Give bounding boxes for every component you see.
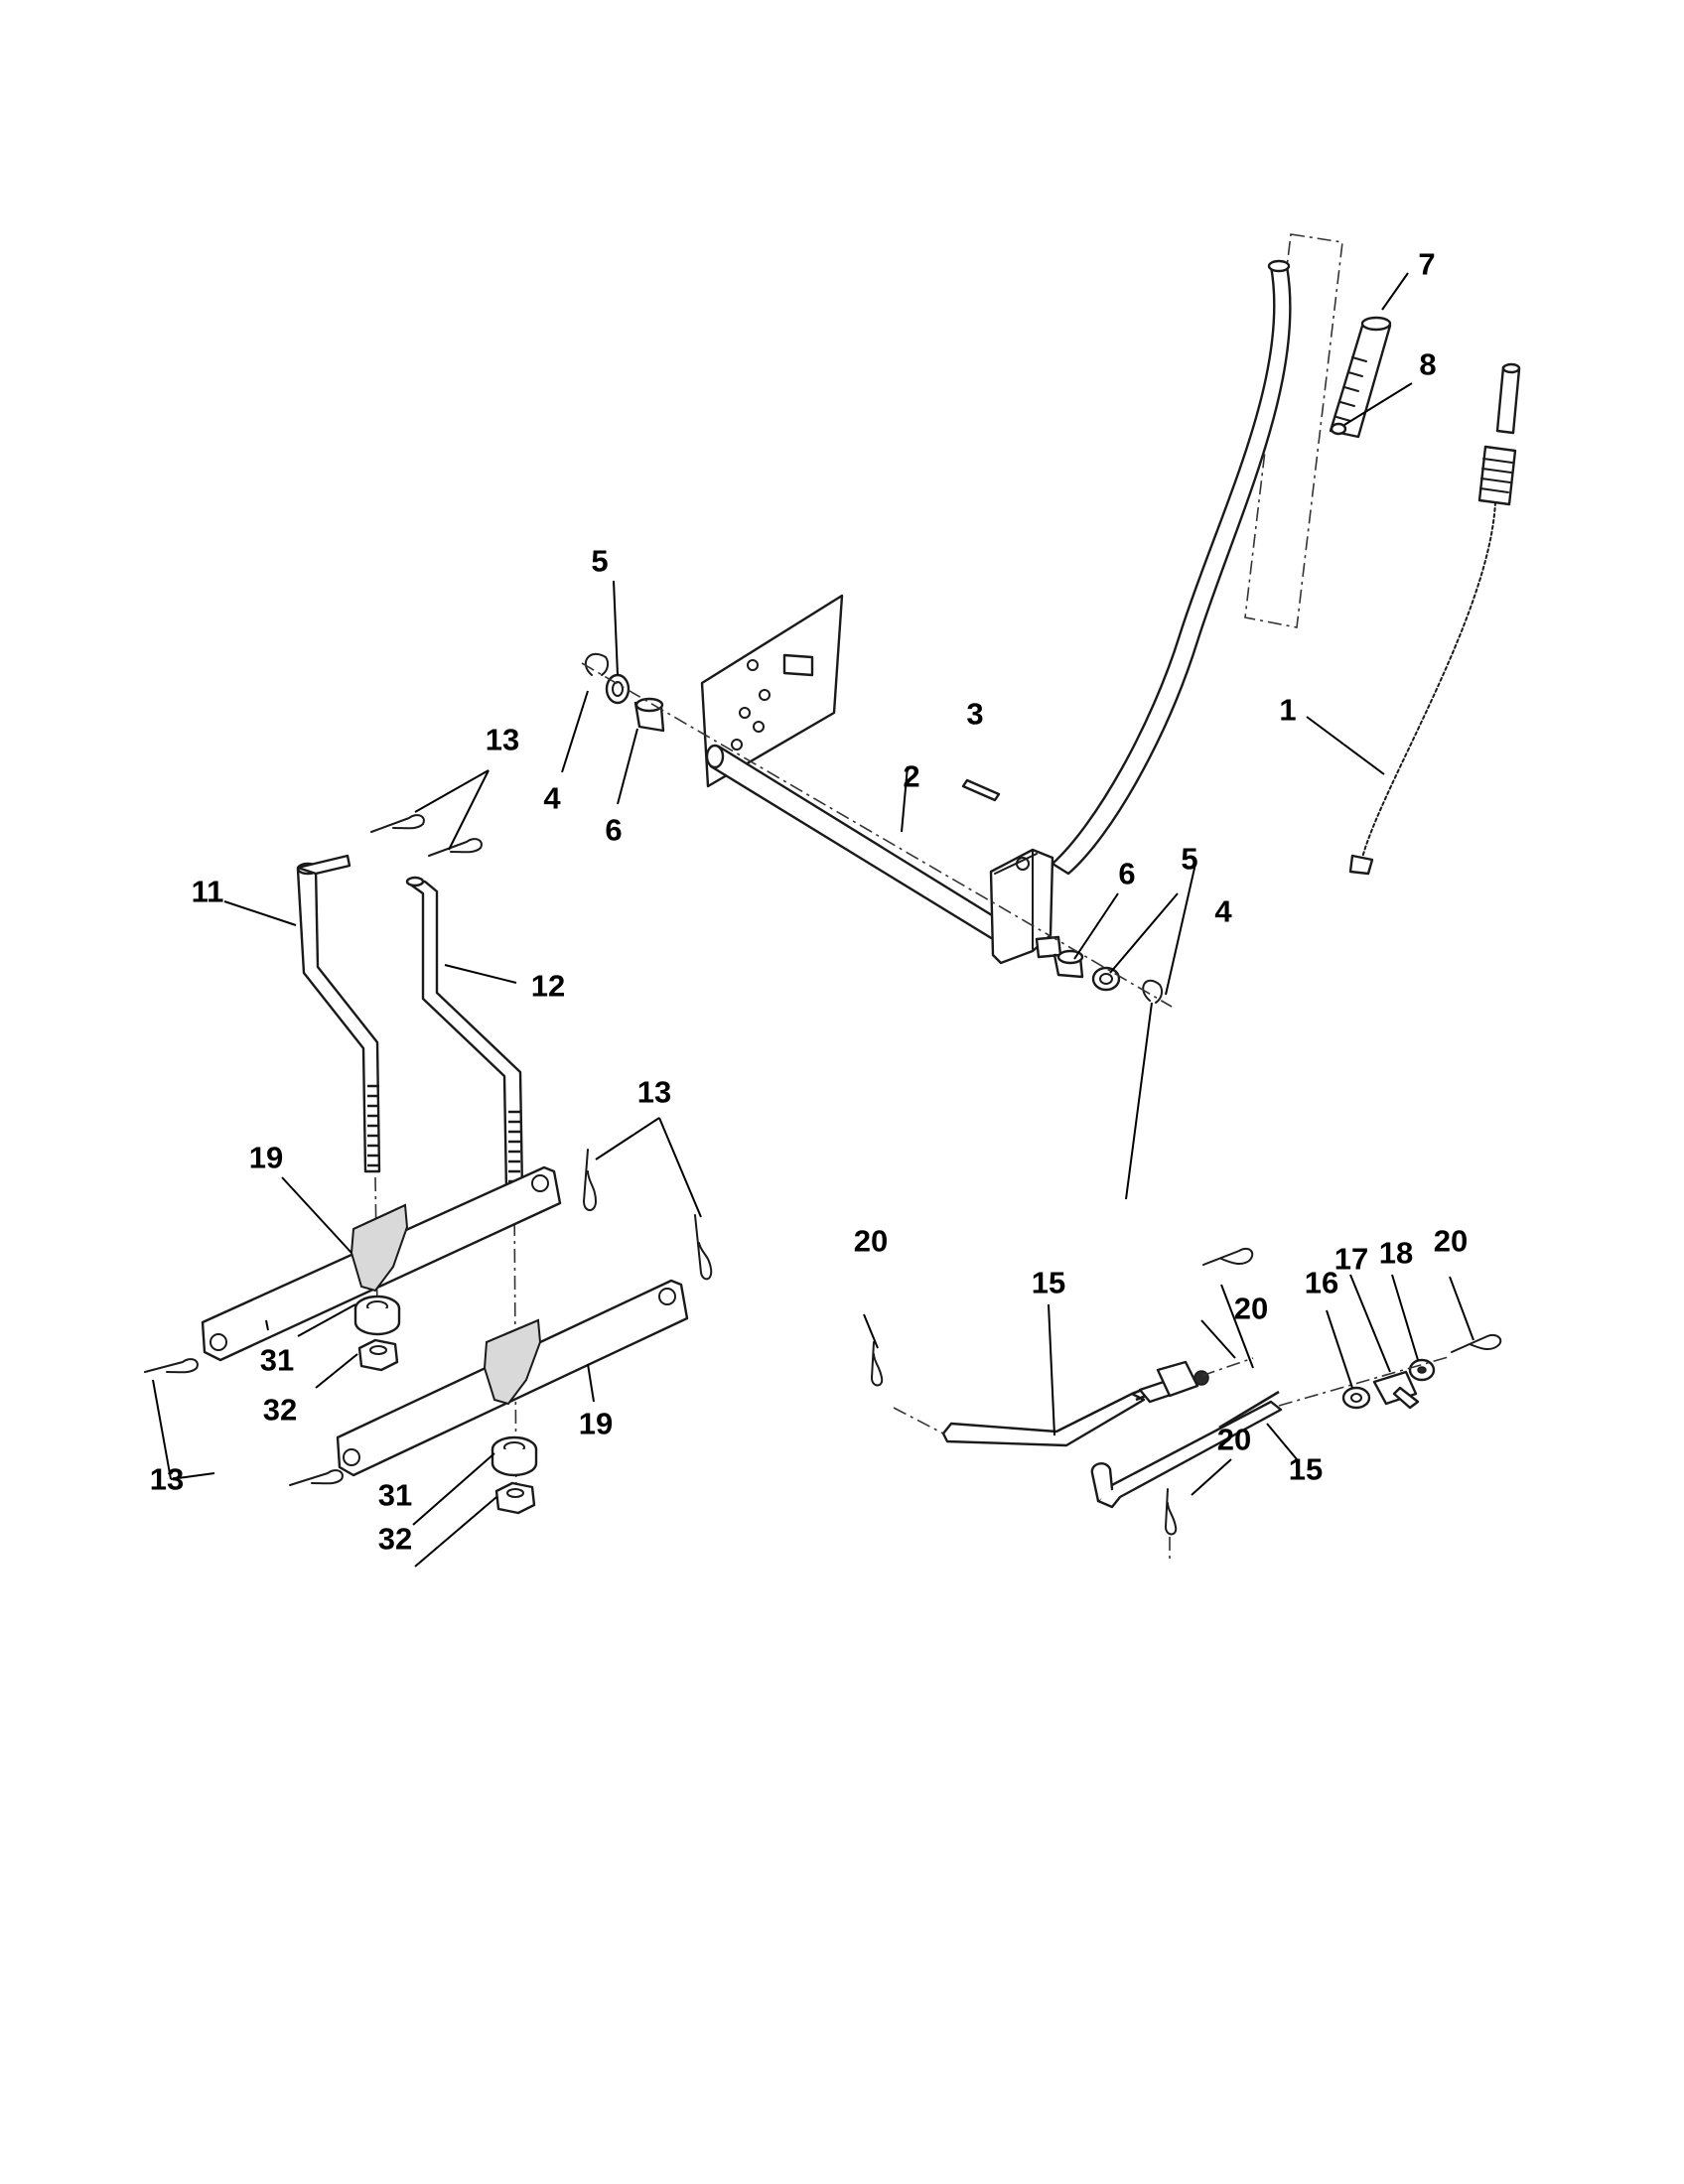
callout-6-left: 6 [605, 812, 623, 848]
hardware-upper-arm [353, 1295, 401, 1372]
callout-19-lower: 19 [578, 1406, 614, 1441]
callout-11: 11 [191, 874, 224, 909]
callout-1: 1 [1279, 692, 1297, 728]
callout-15-upper: 15 [1031, 1265, 1066, 1300]
rod-centerline-upper [893, 1357, 1254, 1434]
part-12-lift-link [405, 876, 524, 1193]
callout-20-right: 20 [1433, 1223, 1469, 1259]
callout-20-bottom: 20 [1216, 1422, 1252, 1457]
part-4-e-clip [585, 652, 610, 676]
callout-leaders [152, 272, 1474, 1568]
callout-15-lower: 15 [1288, 1451, 1324, 1487]
part-1-cable [1348, 362, 1521, 876]
callout-12: 12 [530, 968, 566, 1004]
callout-32-lower: 32 [377, 1521, 413, 1557]
part-15-adjustment-rod-upper [941, 1360, 1209, 1447]
callout-5-right: 5 [1181, 841, 1198, 877]
part-11-lift-link [296, 854, 381, 1173]
trunnion-hardware [1341, 1358, 1436, 1410]
hardware-left-end [585, 652, 665, 733]
part-15-adjustment-rod-lower [1090, 1390, 1283, 1509]
callout-3: 3 [966, 696, 984, 732]
hardware-lower-arm [491, 1435, 538, 1515]
callout-31-lower: 31 [377, 1477, 413, 1513]
callout-13-top: 13 [485, 722, 520, 757]
part-20-hairpin-cotters [871, 1247, 1502, 1561]
part-5-washer [1091, 966, 1121, 992]
part-13-hairpin-clips-upper [370, 814, 483, 857]
callout-16: 16 [1304, 1265, 1339, 1300]
callout-20-mid: 20 [1233, 1291, 1269, 1326]
part-2-lift-shaft-assembly [700, 259, 1292, 965]
part-3-roll-pin [961, 778, 1001, 802]
part-16-washer [1341, 1386, 1371, 1410]
callout-31-upper: 31 [259, 1342, 295, 1378]
trunnion-centerline [1278, 1355, 1453, 1407]
callout-19-upper: 19 [248, 1140, 284, 1175]
part-19-lift-arm-upper [201, 1165, 562, 1362]
hardware-right-end [1052, 949, 1164, 1004]
callout-13-right: 13 [636, 1074, 672, 1110]
callout-4-left: 4 [543, 780, 561, 816]
callout-6-right: 6 [1118, 856, 1136, 891]
part-8-ball [1330, 422, 1347, 436]
callout-7: 7 [1418, 246, 1436, 282]
callout-8: 8 [1419, 346, 1437, 382]
part-7-handle-grip [1329, 316, 1392, 439]
callout-13-lower: 13 [149, 1461, 185, 1497]
callout-4-right: 4 [1214, 893, 1232, 929]
part-13-hairpin-clips-lower [144, 1358, 344, 1486]
callout-20-left: 20 [853, 1223, 889, 1259]
shaft-centerline [581, 662, 1173, 1008]
handle-outline-phantom [1244, 233, 1343, 628]
part-13-hairpin-clips-right [583, 1149, 713, 1281]
callout-5-left: 5 [591, 543, 609, 579]
callout-17: 17 [1333, 1241, 1369, 1277]
callout-18: 18 [1378, 1235, 1414, 1271]
callout-32-upper: 32 [262, 1392, 298, 1428]
callout-2: 2 [903, 758, 920, 794]
part-19-lift-arm-lower [336, 1279, 689, 1477]
